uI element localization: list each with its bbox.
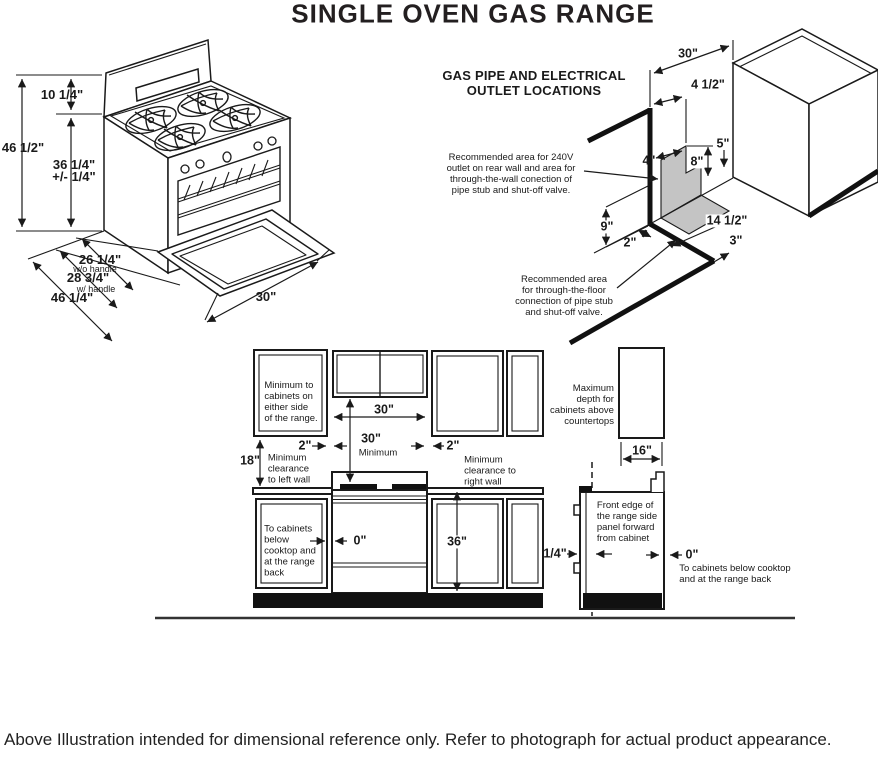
front-dim-zero: 0" [353,533,367,548]
dim-depth-with-handle: 28 3/4" [66,270,110,286]
gas-dim-9: 9" [599,219,615,234]
reference-caption: Above Illustration intended for dimensio… [4,730,832,749]
gas-outlet-corner-drawing [568,28,878,346]
front-dim-width-top: 30" [374,402,394,417]
gas-dim-14-5: 14 1/2" [705,213,749,228]
front-right-wall-note: Minimum clearance to right wall [464,454,516,488]
page-title: SINGLE OVEN GAS RANGE [291,0,655,29]
side-dim-zero: 0" [685,547,699,562]
dim-backsplash-height: 10 1/4" [40,87,84,103]
front-dim-upper-height: 18" [240,453,260,468]
dim-depth-no-handle: 26 1/4" [78,252,122,268]
side-view-depth-drawing [567,347,682,616]
front-dim-left-gap: 2" [298,438,312,453]
front-dim-right-gap: 2" [446,438,460,453]
gas-dim-8: 8" [689,154,705,169]
gas-wall-note: Recommended area for 240V outlet on rear… [446,152,576,196]
dim-total-height: 46 1/2" [1,140,45,156]
gas-dim-4: 4" [642,153,656,168]
gas-outlet-heading: GAS PIPE AND ELECTRICAL OUTLET LOCATIONS [442,68,626,98]
gas-dim-5: 5" [716,136,730,151]
dim-depth-door-open: 46 1/4" [50,290,94,306]
dim-cooktop-height: 36 1/4" +/- 1/4" [52,157,96,184]
front-dim-width-mid: 30" [361,431,381,446]
dim-depth-with-handle-note: w/ handle [76,283,116,294]
gas-floor-note: Recommended area for through-the-floor c… [515,274,613,318]
side-front-edge-note: Front edge of the range side panel forwa… [596,500,658,544]
front-cabinet-note: Minimum to cabinets on either side of th… [264,380,318,424]
side-dim-quarter: 1/4" [543,546,567,561]
isometric-range-drawing [16,38,336,342]
front-dim-counter-height: 36" [446,534,468,549]
gas-dim-width: 30" [678,46,698,61]
dim-door-width: 30" [255,289,277,305]
gas-dim-4-5: 4 1/2" [691,77,725,92]
front-left-wall-note: Minimum clearance to left wall [267,452,311,486]
side-dim-depth: 16" [632,443,652,458]
dim-depth-no-handle-note: w/o handle [73,263,117,274]
side-below-note: To cabinets below cooktop and at the ran… [679,563,791,585]
front-below-note: To cabinets below cooktop and at the ran… [264,523,316,579]
front-view-clearance-drawing [155,349,795,620]
front-dim-width-mid-note: Minimum [358,447,398,459]
gas-dim-3: 3" [729,233,743,248]
side-depth-note: Maximum depth for cabinets above counter… [550,383,614,427]
gas-dim-2: 2" [623,235,637,250]
